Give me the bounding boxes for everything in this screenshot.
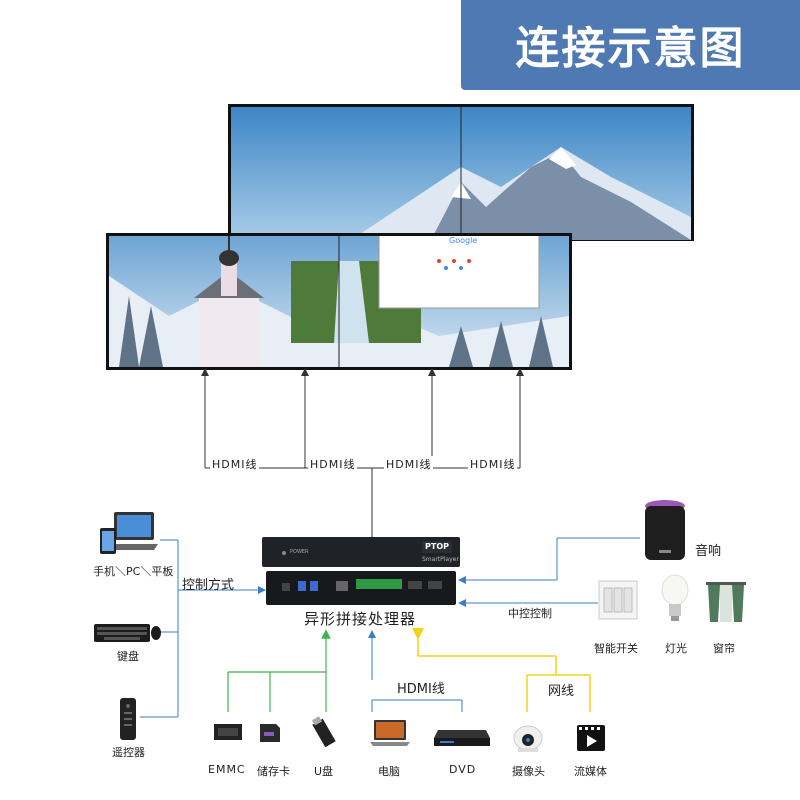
left-device-label-2: 键盘 [117, 650, 139, 663]
usb-icon [310, 716, 340, 750]
right-device-label-2: 智能开关 [594, 642, 638, 655]
dvd-icon [434, 726, 490, 748]
hdmi-label-3: HDMI线 [384, 456, 434, 472]
hdmi-label-4: HDMI线 [468, 456, 518, 472]
devices-icon [98, 510, 160, 558]
winter-scene-bottom [109, 236, 569, 367]
bottom-device-label-4: 电脑 [378, 765, 400, 778]
processor-device: PTOP SmartPlayer POWER [262, 537, 460, 609]
right-device-label-1: 音响 [695, 544, 722, 559]
hdmi-label-2: HDMI线 [308, 456, 358, 472]
processor-model: SmartPlayer [422, 556, 459, 563]
camera-icon [512, 724, 544, 754]
bottom-device-label-2: 储存卡 [257, 765, 290, 778]
network-label: 网线 [548, 684, 575, 699]
title-banner: 连接示意图 [461, 0, 800, 90]
bottom-device-label-1: EMMC [208, 763, 246, 776]
laptop-icon [370, 718, 410, 748]
right-device-label-4: 窗帘 [713, 642, 735, 655]
bottom-device-label-6: 摄像头 [512, 765, 545, 778]
central-control-label: 中控控制 [508, 607, 552, 620]
control-method-label: 控制方式 [182, 578, 235, 593]
hdmi-label-1: HDMI线 [210, 456, 260, 472]
curtain-icon [706, 582, 746, 624]
emmc-icon [212, 720, 244, 744]
bottom-device-label-5: DVD [449, 763, 477, 776]
mountain-scene-top [231, 107, 691, 240]
hdmi-input-label: HDMI线 [397, 682, 445, 697]
right-device-label-3: 灯光 [665, 642, 687, 655]
speaker-icon [643, 500, 687, 562]
sdcard-icon [258, 722, 282, 744]
remote-icon [116, 698, 140, 740]
processor-brand: PTOP [425, 542, 449, 551]
bottom-device-label-3: U盘 [314, 765, 334, 778]
wall-scene-top [231, 107, 691, 240]
bottom-device-label-7: 流媒体 [574, 765, 607, 778]
left-device-label-3: 遥控器 [112, 746, 145, 759]
bulb-icon [660, 574, 690, 624]
stream-icon [576, 724, 606, 752]
wall-scene-bottom: Google [109, 236, 569, 367]
browser-search-brand: Google [449, 236, 478, 245]
processor-name: 异形拼接处理器 [304, 610, 417, 628]
left-device-label-1: 手机＼PC＼平板 [93, 565, 174, 578]
switch-icon [598, 580, 638, 620]
processor-icon [262, 537, 460, 605]
keyboard-icon [94, 622, 162, 644]
power-label: POWER [290, 549, 309, 555]
page-title: 连接示意图 [515, 23, 746, 74]
